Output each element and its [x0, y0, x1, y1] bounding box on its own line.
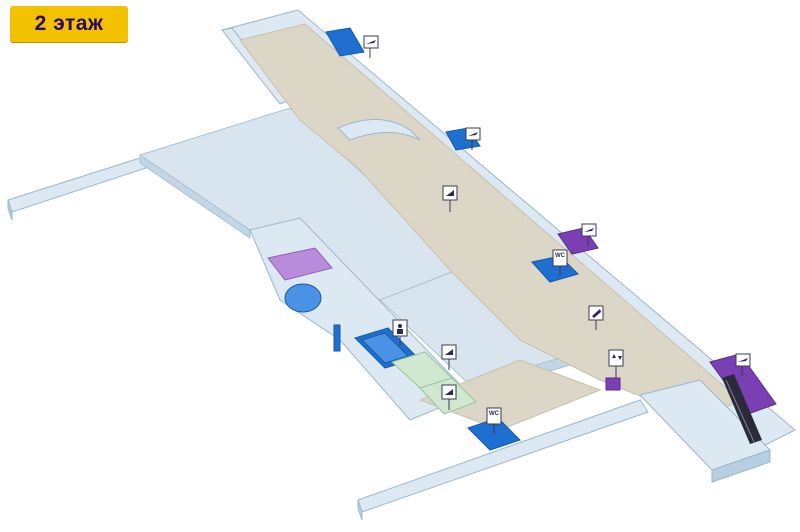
- central-hall-side: [139, 154, 251, 239]
- wc-icon-label: WC: [489, 411, 500, 417]
- wc-icon: WC: [552, 249, 568, 276]
- gate-room-top: [325, 27, 365, 57]
- departure-icon: [363, 35, 379, 58]
- bottom-outer-wall-side: [357, 499, 363, 521]
- elevator-block: [605, 377, 621, 391]
- lounge-icon: [441, 344, 457, 370]
- wc-icon: WC: [486, 407, 502, 434]
- left-wing-wall: [7, 157, 147, 213]
- departure-icon: [465, 127, 481, 150]
- departure-icon: [735, 353, 751, 376]
- curved-divider-wall: [337, 119, 421, 141]
- medical-icon: [392, 319, 408, 346]
- departure-icon: [581, 223, 597, 246]
- info-icon: [588, 305, 604, 330]
- lounge-icon: [442, 185, 458, 212]
- escalator: [722, 374, 762, 444]
- medical-room-floor: [361, 332, 409, 364]
- round-kiosk: [284, 283, 322, 313]
- blue-pillar: [333, 324, 341, 352]
- floor-label: 2 этаж: [34, 12, 104, 35]
- right-bottom-wing-side: [711, 449, 771, 483]
- floor-label-badge: 2 этаж: [10, 6, 128, 42]
- lounge-room: [267, 247, 333, 281]
- lounge-icon: [441, 384, 457, 410]
- wc-icon-label: WC: [555, 253, 566, 259]
- elevator-icon: [608, 349, 624, 378]
- lower-left-floor: [418, 359, 602, 431]
- left-wing-wall-side: [7, 199, 13, 221]
